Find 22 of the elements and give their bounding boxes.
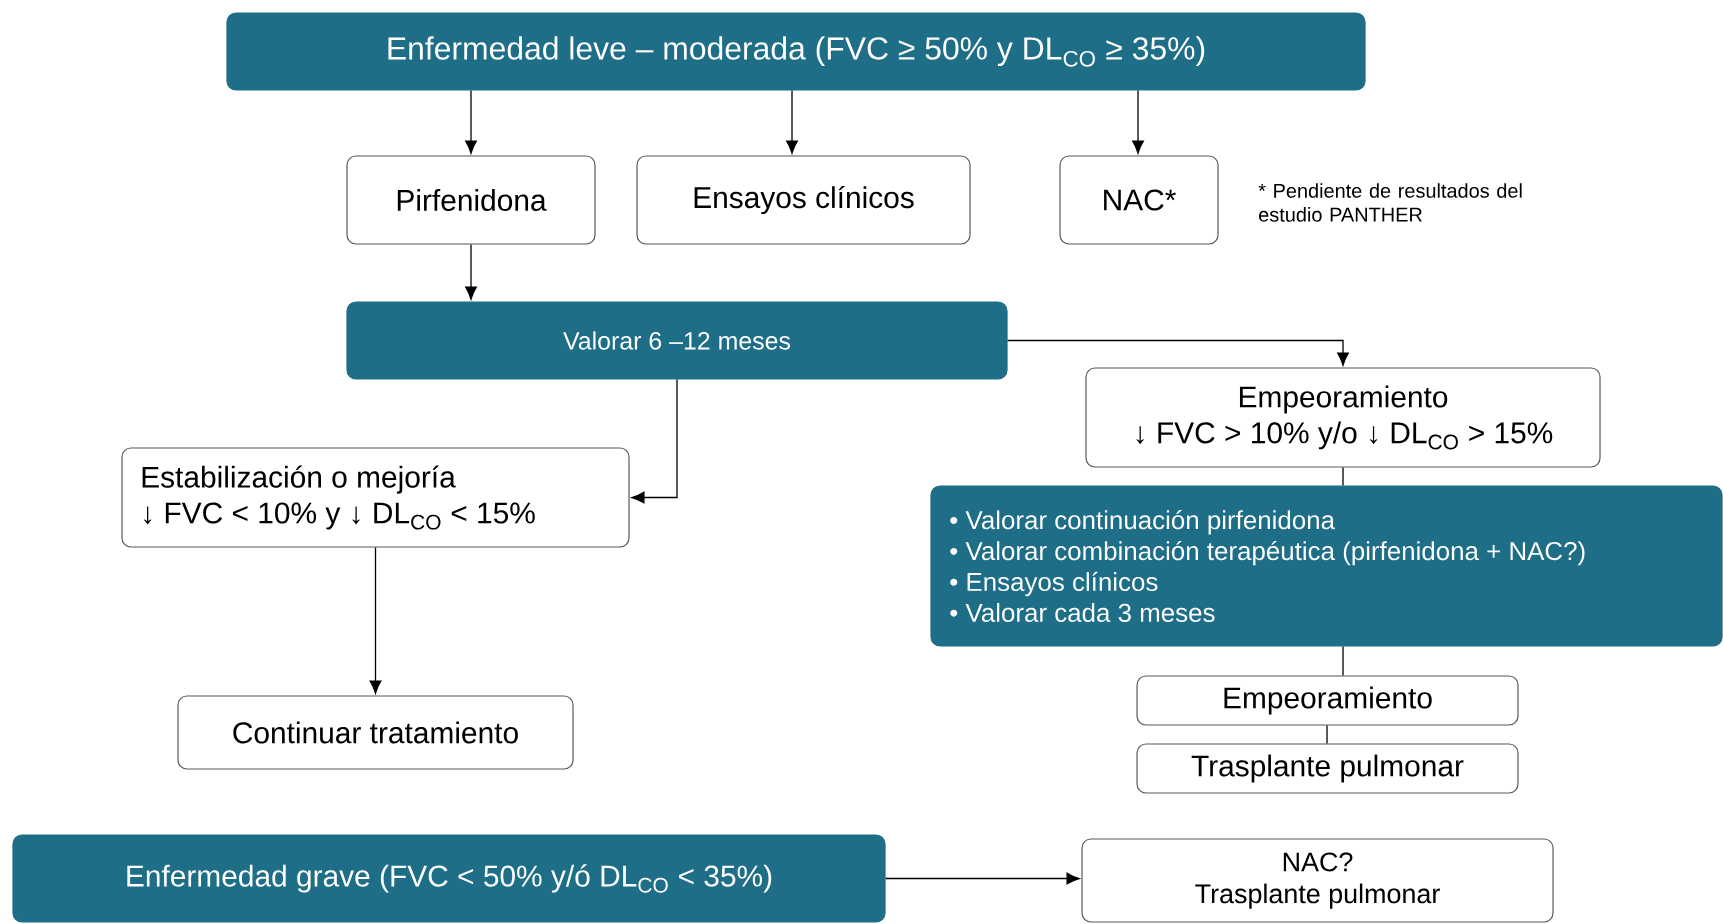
arrow — [465, 89, 477, 154]
arrow — [884, 872, 1080, 885]
list-box: • Valorar continuación pirfenidona • Valorar combinación terapéutica (pirfenidona + NAC?) • Ensayos clínicos • Valorar cada 3 meses — [930, 485, 1723, 647]
header-box: Enfermedad grave (FVC < 50% y/ó DL$_{CO}$ < 35%) — [12, 834, 886, 923]
arrow — [1006, 339, 1349, 366]
arrow — [1132, 89, 1144, 154]
process-box: Continuar tratamiento — [177, 695, 574, 770]
process-box: NAC* — [1059, 155, 1219, 245]
arrow — [786, 89, 798, 154]
arrow — [631, 378, 678, 504]
process-box: Ensayos clínicos — [636, 155, 971, 245]
arrow — [369, 546, 382, 694]
process-box: Estabilización o mejoría ↓ FVC < 10% y ↓ DL$_{CO}$ < 15% — [121, 447, 630, 548]
process-box: Empeoramiento — [1136, 675, 1519, 726]
footnote: * Pendiente de resultados del estudio PANTHER — [1258, 183, 1522, 222]
process-box: NAC? Trasplante pulmonar — [1081, 838, 1554, 923]
arrow — [465, 243, 477, 300]
process-box: Valorar 6 –12 meses — [346, 301, 1008, 380]
process-box: Pirfenidona — [346, 155, 596, 245]
header-box: Enfermedad leve – moderada (FVC ≥ 50% y DL$_{CO}$ ≥ 35%) — [226, 12, 1366, 91]
process-box: Trasplante pulmonar — [1136, 743, 1519, 794]
process-box: Empeoramiento ↓ FVC > 10% y/o ↓ DL$_{CO}$ > 15% — [1085, 367, 1601, 468]
